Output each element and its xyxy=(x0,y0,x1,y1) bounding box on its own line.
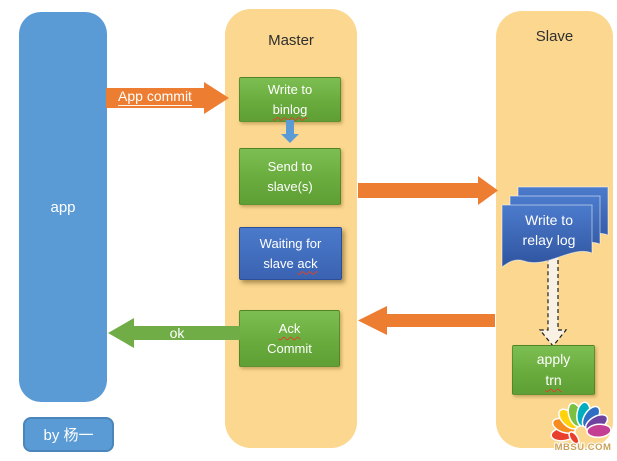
slave-title: Slave xyxy=(535,28,574,45)
byline-label: by 杨一 xyxy=(43,427,94,444)
ack-commit-line1: Ack xyxy=(278,321,301,336)
write-binlog-line2: binlog xyxy=(272,101,308,117)
arrow-head-left-icon xyxy=(358,306,387,335)
arrow-shaft xyxy=(106,88,204,108)
waiting-line2: slave ack xyxy=(263,254,317,274)
byline-box: by 杨一 xyxy=(23,417,114,452)
arrow-shaft xyxy=(358,183,478,198)
arrow-app-commit: App commit xyxy=(106,82,229,114)
relay-log-stack: Write to relay log xyxy=(501,186,609,268)
send-slaves-line1: Send to xyxy=(267,159,313,174)
arrow-head-down-icon xyxy=(281,134,299,143)
apply-trn-line2: trn xyxy=(545,372,562,388)
apply-trn-line1: apply xyxy=(536,351,571,367)
master-title: Master xyxy=(268,32,314,49)
watermark-text: MBSU.COM xyxy=(555,442,612,453)
box-apply-trn: apply trn xyxy=(512,345,595,395)
waiting-line2-pre: slave xyxy=(263,255,298,271)
send-slaves-line2: slave(s) xyxy=(267,178,313,194)
arrow-head-right-icon xyxy=(204,82,229,114)
app-label: app xyxy=(50,198,76,216)
arrow-shaft xyxy=(134,326,240,340)
arrow-ok: ok xyxy=(108,318,240,348)
waiting-line2-ack: ack xyxy=(297,255,318,271)
arrow-slave-to-master xyxy=(358,306,495,335)
box-write-binlog: Write to binlog xyxy=(239,77,341,122)
arrow-binlog-to-send xyxy=(281,120,299,143)
box-send-slaves: Send to slave(s) xyxy=(239,148,341,205)
relay-log-line1: Write to xyxy=(525,212,573,228)
arrow-head-right-icon xyxy=(478,176,498,205)
relay-log-line2: relay log xyxy=(523,232,576,248)
ack-commit-line2: Commit xyxy=(267,340,312,356)
arrow-shaft xyxy=(387,314,495,327)
write-binlog-line1: Write to xyxy=(267,82,313,97)
app-node: app xyxy=(19,12,107,402)
arrow-app-commit-label: App commit xyxy=(106,87,204,107)
box-waiting-slave-ack: Waiting for slave ack xyxy=(239,227,342,280)
arrow-head-left-icon xyxy=(108,318,134,348)
app-commit-text: App commit xyxy=(118,88,192,106)
waiting-line1: Waiting for xyxy=(259,236,322,251)
box-ack-commit: Ack Commit xyxy=(239,310,340,367)
arrow-ok-label: ok xyxy=(169,325,185,341)
arrow-shaft xyxy=(286,120,294,134)
arrow-master-to-slave xyxy=(358,176,498,205)
peacock-logo-icon: MBSU.COM xyxy=(550,401,612,454)
arrow-relay-to-apply xyxy=(538,256,568,347)
relay-doc-front xyxy=(501,204,593,268)
